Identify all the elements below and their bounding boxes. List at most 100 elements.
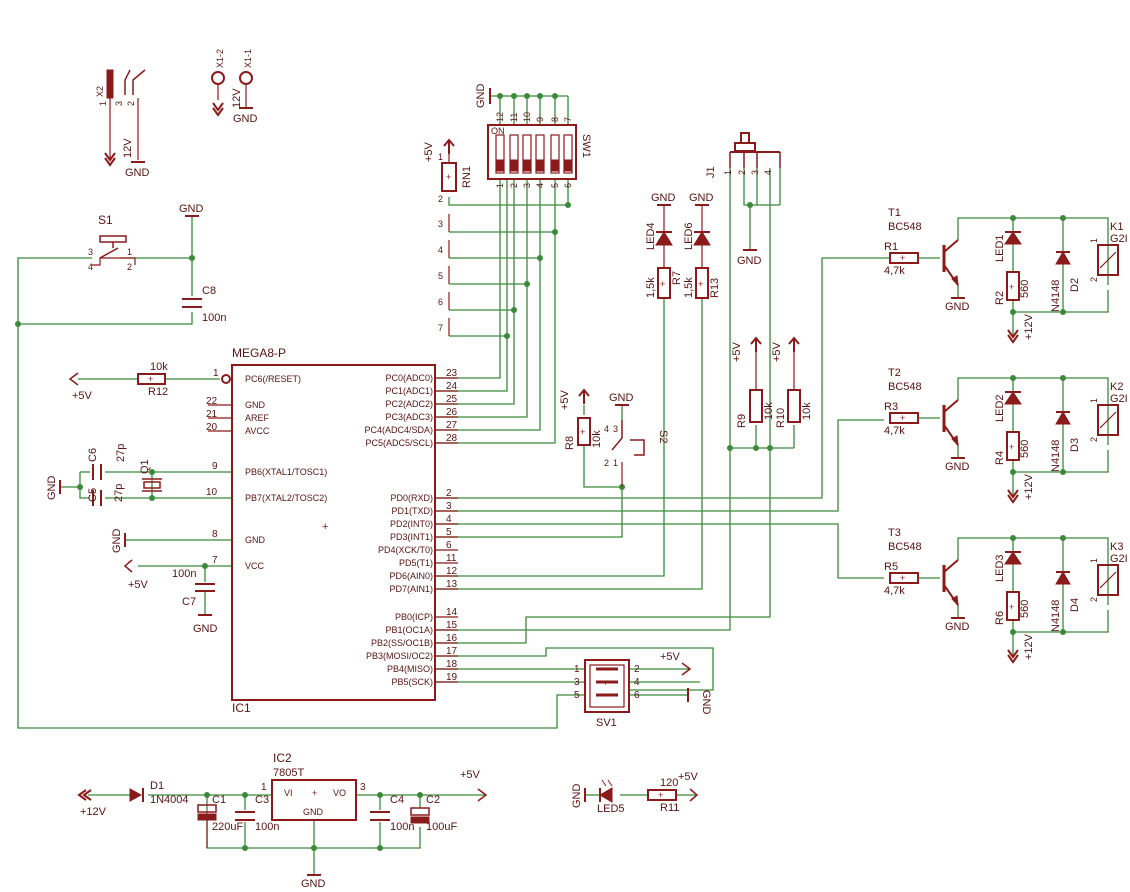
mcu-pin-label: PD3(INT1) [390,532,433,542]
mcu-pin-number: 10 [206,487,218,498]
r11-ref: R11 [660,802,679,814]
c7-ref: C7 [182,596,196,608]
dip-slot [535,134,545,174]
led-resistor-ref: R4 [994,451,1006,465]
transistor-type: BC548 [888,381,922,393]
mcu-pin-label: PD2(INT0) [390,519,433,529]
sv1-net: +5V [660,651,681,663]
r11-value: 120 [660,777,678,789]
dip-pin-top: 12 [495,112,505,122]
led5-ref: LED5 [597,803,625,815]
dip-pin-top: 9 [535,117,545,122]
ic2-gnd-bottom: GND [301,878,326,890]
rn1-pin: 1 [438,152,443,162]
mcu-pin-number: 19 [446,672,458,683]
x1-net-label: 12V [231,88,243,108]
led5-net: +5V [678,771,699,783]
led-resistor-ref: R6 [994,611,1006,625]
mcu-pin-label: PD0(RXD) [390,493,433,503]
svg-text:+: + [322,521,328,533]
mcu-pin-label: PB3(MOSI/OC2) [366,651,433,661]
c6-value: 27p [115,444,127,462]
mcu-pin-label: PD4(XCK/T0) [378,545,433,555]
s1-pin: 1 [127,247,132,257]
mcu-pin-number: 3 [446,501,452,512]
r8-ref: R8 [564,436,576,450]
relay-value: G2I [1110,393,1128,405]
base-resistor [889,572,919,584]
r7-ref: R7 [671,271,683,285]
transistor-type: BC548 [888,541,922,553]
r12-value: 10k [150,361,168,373]
led-resistor [1006,271,1020,301]
j1-pin: 2 [737,170,747,175]
dip-knob [496,159,504,172]
j1-pin: 4 [763,170,773,175]
mcu-pin-number: 14 [446,607,458,618]
c8-value: 100n [202,312,226,324]
relay-coil-slash [1099,571,1117,589]
led-resistor-ref: R2 [994,291,1006,305]
ic2-ref: IC2 [273,751,292,765]
dip-slot [522,134,532,174]
s1-pin: 4 [88,262,93,272]
mcu-pin-label: PC1(ADC1) [385,386,433,396]
transistor-ref: T2 [888,367,901,379]
c4-value: 100n [390,821,414,833]
sv1-ref: SV1 [596,717,617,729]
plus-mark: + [1009,442,1014,452]
pullup-r9-r10: +5V R9 10k +5V R10 10k [731,337,813,428]
diode-value: N4148 [1050,600,1062,632]
c5-ref: C5 [87,488,99,502]
svg-text:+: + [580,427,585,437]
supply-arrow [1007,489,1019,499]
supply-net-label: +12V [1023,473,1035,500]
j1-gnd: GND [737,255,762,267]
mcu-pin-number: 1 [213,368,219,379]
transistor-gnd: GND [945,301,970,313]
dip-pin-bottom: 2 [509,183,519,188]
dip-pin-top: 7 [563,117,573,122]
mcu-pin-label: VCC [245,561,265,571]
transistor-type: BC548 [888,221,922,233]
mcu-pin-number: 25 [446,394,458,405]
rn1-pin: 6 [438,297,443,307]
led4-ref: LED4 [645,222,657,250]
base-resistor [889,412,919,424]
s2-pin: 3 [613,424,618,434]
c7-value: 100n [172,568,196,580]
svg-text:+: + [312,788,317,798]
mcu-pin-number: 11 [446,553,457,564]
mcu-pin-label: PC2(ADC2) [385,399,433,409]
mcu-pin-label: PB4(MISO) [387,664,433,674]
mcu-pin-number: 27 [446,420,458,431]
rn1-pin: 4 [438,245,443,255]
mcu-pin-number: 7 [212,555,218,566]
j1-ref: J1 [705,166,717,178]
junctions [15,93,1066,851]
sv1-gnd: GND [700,690,712,715]
s1-pin: 2 [127,262,132,272]
ic2-gnd: GND [303,807,324,817]
reset-switch-s1: S1 3 1 4 2 [88,213,136,272]
mcu-pin-label: PB0(ICP) [395,612,433,622]
plus-mark: + [1009,602,1014,612]
c8-ref: C8 [202,285,216,297]
mcu-pin-label: PB6(XTAL1/TOSC1) [245,467,327,477]
r13-value: 1,5k [683,277,695,298]
supply-net-label: +12V [1023,633,1035,660]
mcu-vcc-label: +5V [128,579,149,591]
base-resistor [889,252,919,264]
diode-triangle [1055,571,1071,585]
led6-r13: GND + LED6 1,5k R13 [683,192,721,299]
base-resistor-ref: R3 [884,401,898,413]
mcu-pin-number: 4 [446,514,452,525]
sv1-pin: 4 [634,677,640,688]
plus-mark: + [900,413,905,423]
mcu-pin-number: 23 [446,368,458,379]
svg-text:+: + [698,279,703,289]
r10-net: +5V [771,341,783,362]
r12-ref: R12 [148,386,168,398]
mcu-pin-number: 9 [212,461,218,472]
